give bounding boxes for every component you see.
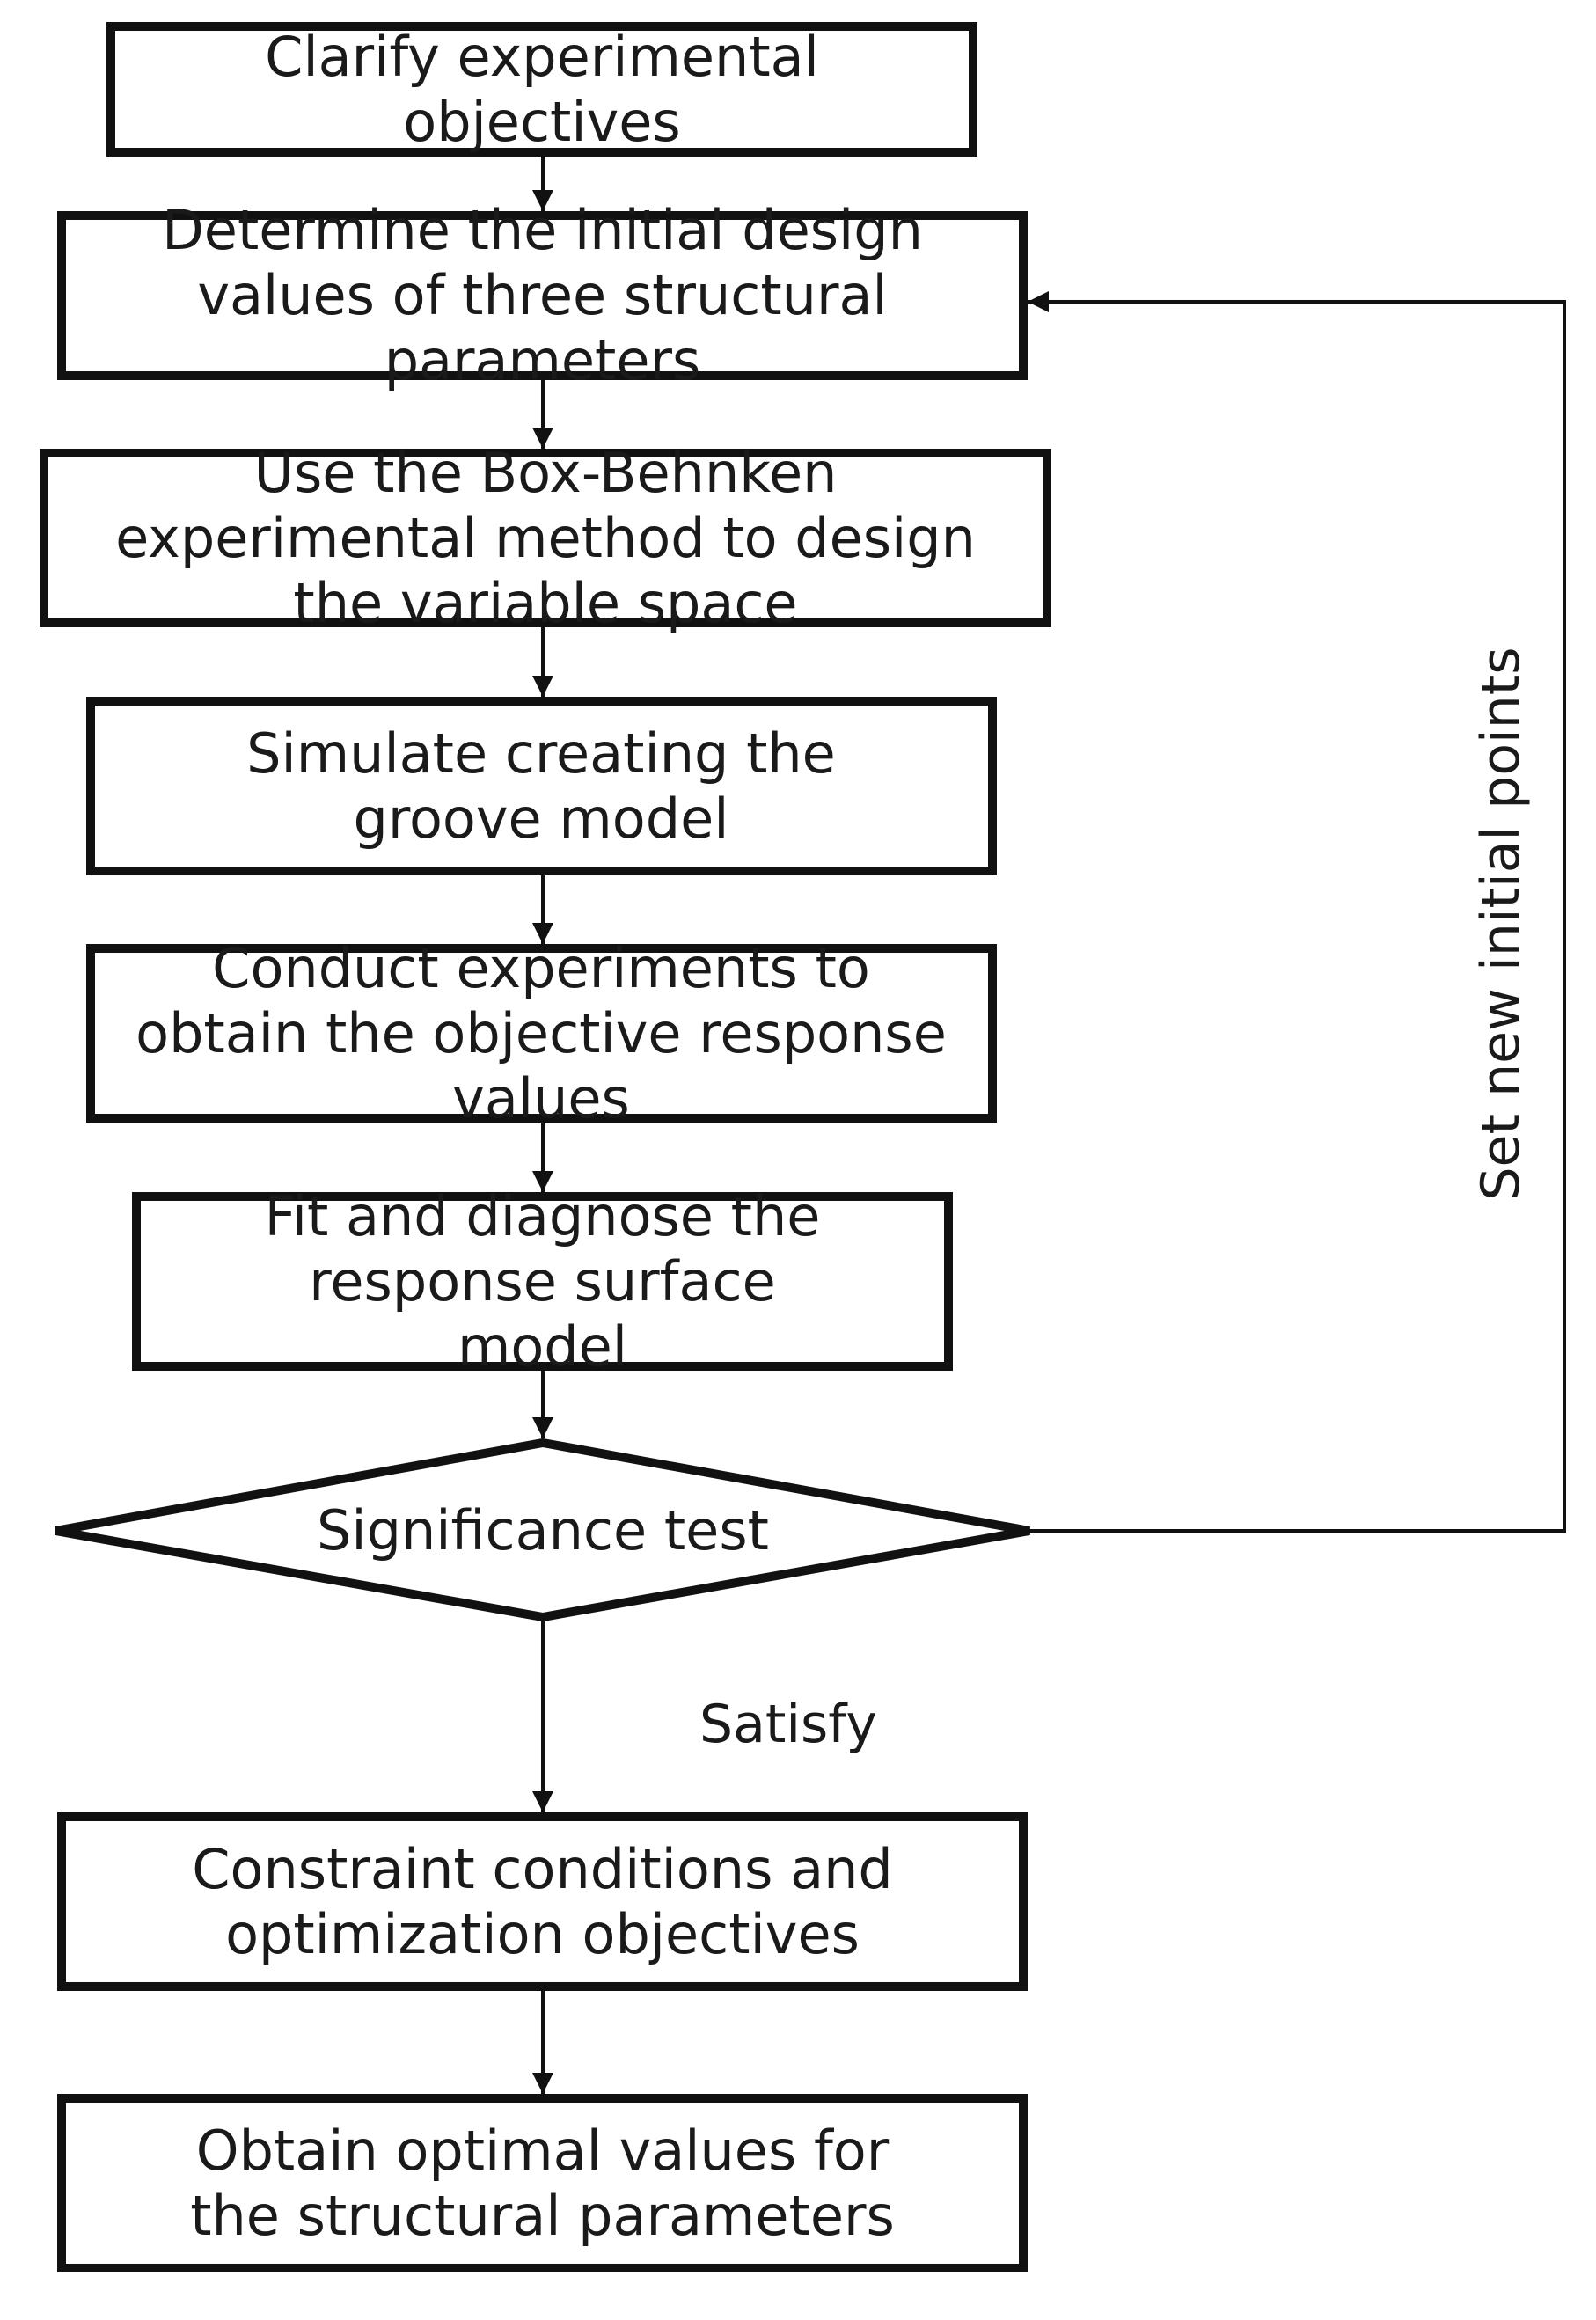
step-text-fit: Fit and diagnose the response surface mo… [264,1183,821,1379]
satisfy-label: Satisfy [699,1694,877,1755]
step-text-experiments: Conduct experiments to obtain the object… [135,935,947,1131]
step-box-fit [132,1192,953,1371]
loop-back-label: Set new initial points [1470,647,1532,1201]
step-box-constraints [57,1812,1028,1991]
step-text-clarify: Clarify experimental objectives [265,24,819,154]
step-box-initial-values [57,211,1028,380]
step-box-optimal [57,2094,1028,2272]
step-text-box-behnken: Use the Box-Behnken experimental method … [115,440,976,635]
feedback-loop-arrow [1028,291,1566,1533]
step-box-experiments [86,944,997,1123]
step-text-initial-values: Determine the initial design values of t… [162,198,923,392]
decision-text: Significance test [317,1498,769,1563]
step-text-constraints: Constraint conditions and optimization o… [192,1836,893,1966]
decision-diamond [55,1438,1030,1622]
step-box-clarify [106,22,977,157]
step-text-simulate: Simulate creating the groove model [246,721,836,851]
step-box-simulate [86,697,997,875]
step-text-optimal: Obtain optimal values for the structural… [190,2118,895,2248]
step-box-box-behnken [40,449,1051,627]
